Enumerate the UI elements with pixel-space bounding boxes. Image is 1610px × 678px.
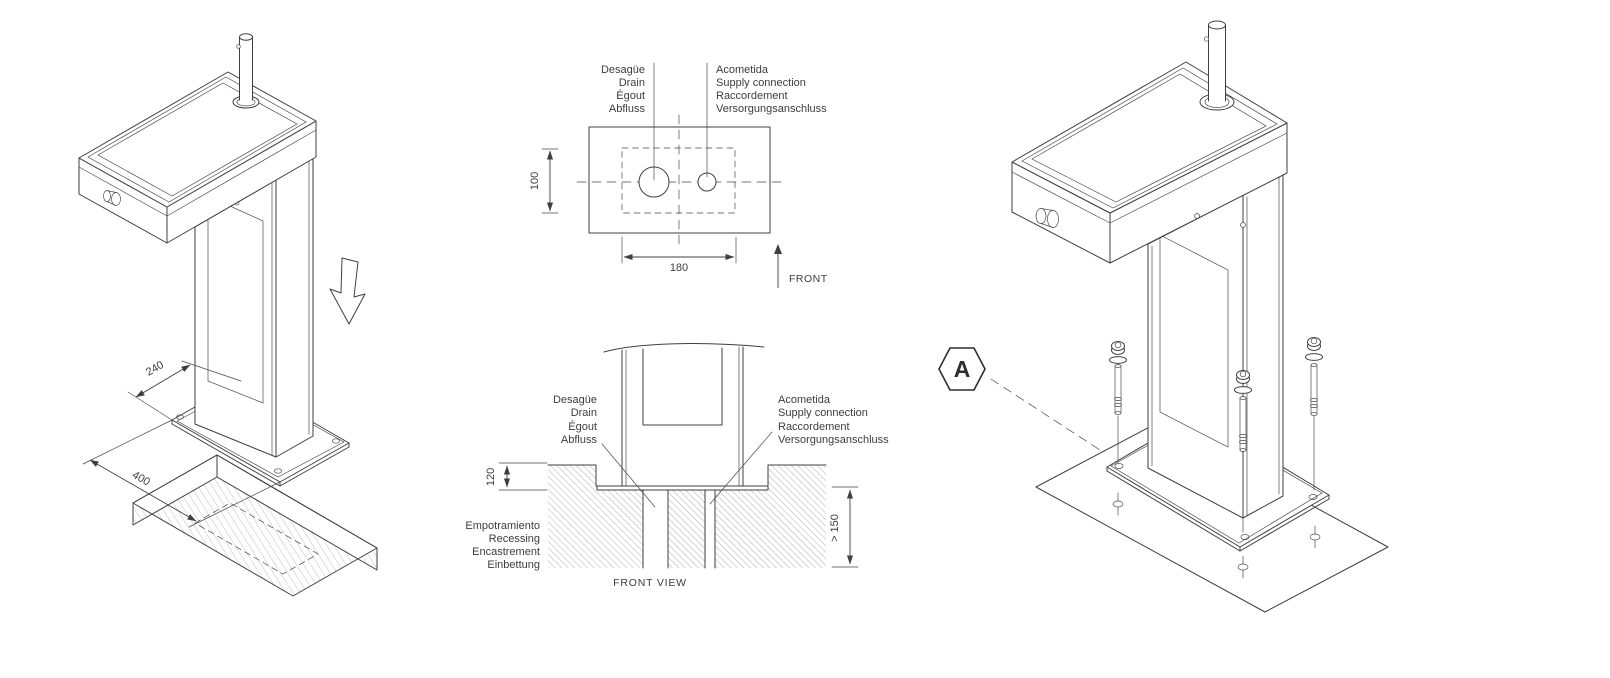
column-section — [603, 343, 765, 487]
washer — [1234, 386, 1252, 394]
plate-bolt-hole — [1114, 463, 1124, 469]
plate-bolt-hole — [176, 414, 184, 420]
supply-label: Acometida Supply connection Raccordement… — [778, 394, 889, 446]
column-access-panel — [207, 195, 264, 404]
svg-text:Acometida: Acometida — [716, 64, 769, 76]
svg-text:Drain: Drain — [571, 407, 597, 419]
install-down-arrow-icon — [329, 257, 366, 325]
push-button — [103, 190, 121, 206]
svg-text:Abfluss: Abfluss — [609, 103, 646, 115]
dim-120-text: 120 — [485, 468, 497, 486]
spout — [232, 33, 260, 109]
dim-400-text: 400 — [130, 469, 152, 489]
svg-text:Encastrement: Encastrement — [472, 546, 540, 558]
panel-section — [642, 347, 723, 426]
dim-400: 400 — [82, 419, 281, 528]
recessing-label: Empotramiento Recessing Encastrement Ein… — [465, 520, 540, 571]
anchor-bolt — [1109, 341, 1127, 463]
supply-leader — [709, 431, 773, 505]
svg-text:Versorgungsanschluss: Versorgungsanschluss — [716, 103, 827, 115]
svg-text:Abfluss: Abfluss — [561, 434, 598, 446]
svg-text:Supply connection: Supply connection — [716, 77, 806, 89]
svg-text:Raccordement: Raccordement — [716, 90, 788, 102]
nut — [1307, 337, 1321, 347]
column-access-panel — [1159, 234, 1229, 448]
dim-120: 120 — [485, 462, 548, 491]
svg-text:Drain: Drain — [619, 77, 645, 89]
callout-leader — [990, 378, 1101, 451]
front-arrow-icon — [774, 244, 782, 254]
svg-text:Desagüe: Desagüe — [601, 64, 645, 76]
front-direction: FRONT — [774, 244, 828, 288]
iso-anchor-view: A — [938, 20, 1389, 613]
svg-text:Versorgungsanschluss: Versorgungsanschluss — [778, 434, 889, 446]
nut — [1236, 370, 1250, 380]
svg-text:Raccordement: Raccordement — [778, 421, 850, 433]
dim-min-150: > 150 — [829, 486, 859, 568]
plate-bolt-hole — [1308, 494, 1318, 500]
break-line — [603, 343, 765, 353]
iso-recess-view: 240 400 — [78, 33, 378, 597]
svg-text:Acometida: Acometida — [778, 394, 831, 406]
detail-callout-a: A — [938, 347, 1101, 451]
svg-text:Desagüe: Desagüe — [553, 394, 597, 406]
washer — [1109, 356, 1127, 364]
plate-bolt-hole — [332, 438, 340, 444]
pit-footprint-dashed-outline — [194, 502, 319, 575]
svg-text:Égout: Égout — [568, 420, 597, 433]
dim-100: 100 — [529, 148, 559, 214]
front-view-caption: FRONT VIEW — [613, 577, 687, 589]
nut — [1111, 341, 1125, 351]
plate-section — [596, 485, 769, 491]
spout-nozzle — [1203, 36, 1210, 42]
anchor-bolt — [1305, 337, 1323, 491]
drain-leader — [601, 443, 656, 508]
ground-anchor-holes — [1112, 492, 1321, 579]
detail-letter: A — [954, 356, 971, 382]
washer — [1305, 353, 1323, 361]
hexagon-callout-icon — [938, 347, 986, 391]
drain-label: Desagüe Drain Égout Abfluss — [601, 64, 646, 115]
plate-bolt-hole — [1240, 534, 1250, 540]
recess-dashed-outline — [621, 147, 736, 214]
dim-100-text: 100 — [529, 172, 541, 190]
recess-pit — [132, 454, 378, 597]
push-button — [1035, 208, 1059, 228]
spout — [1199, 20, 1235, 111]
dim-180-text: 180 — [670, 262, 688, 274]
pedestal-column — [1147, 174, 1284, 519]
panel-screw — [1240, 222, 1246, 228]
svg-text:Empotramiento: Empotramiento — [465, 520, 540, 532]
supply-label: Acometida Supply connection Raccordement… — [716, 64, 827, 115]
ground-edges — [547, 464, 827, 569]
front-view: Desagüe Drain Égout Abfluss Acometida Su… — [465, 343, 889, 589]
front-label: FRONT — [789, 273, 828, 285]
svg-text:Égout: Égout — [616, 89, 645, 102]
svg-text:Recessing: Recessing — [489, 533, 540, 545]
anchor-bolt — [1234, 370, 1252, 533]
plate-bolt-hole — [274, 468, 282, 474]
spout-nozzle — [236, 44, 241, 49]
basin-screw — [1194, 213, 1200, 219]
dim-150-text: > 150 — [829, 514, 841, 542]
dim-240-text: 240 — [144, 359, 166, 379]
dim-180: 180 — [621, 236, 737, 274]
svg-text:Einbettung: Einbettung — [487, 559, 540, 571]
top-view: Desagüe Drain Égout Abfluss Acometida Su… — [529, 62, 828, 288]
drain-label: Desagüe Drain Égout Abfluss — [553, 394, 598, 446]
svg-text:Supply connection: Supply connection — [778, 407, 868, 419]
